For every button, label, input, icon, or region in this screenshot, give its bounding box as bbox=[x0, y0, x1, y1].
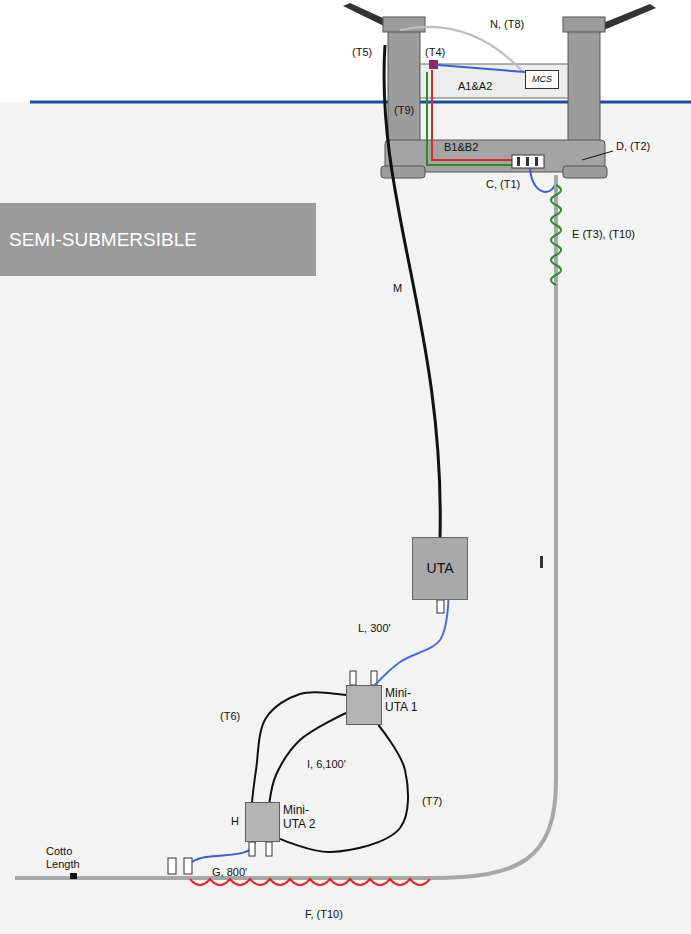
column-foot bbox=[563, 166, 607, 178]
part-label: H bbox=[231, 815, 239, 828]
umbilical-m bbox=[384, 45, 440, 537]
part-label: E (T3), (T10) bbox=[572, 228, 635, 241]
cable-label: I, 6,100' bbox=[305, 758, 348, 771]
part-label: Cotto Length bbox=[46, 845, 88, 870]
crane-boom bbox=[598, 4, 656, 30]
hydraulic-line bbox=[438, 65, 525, 72]
cable-label: (T7) bbox=[420, 795, 444, 808]
uta-box: UTA bbox=[412, 537, 468, 600]
cable-connector bbox=[375, 600, 449, 685]
part-label: N, (T8) bbox=[490, 18, 524, 31]
green-line bbox=[427, 72, 512, 165]
terminal-pin bbox=[535, 157, 538, 166]
flowline-termination bbox=[168, 858, 176, 874]
cable-label: (T6) bbox=[218, 710, 242, 723]
jumper-c bbox=[530, 168, 556, 192]
junction-t4 bbox=[429, 60, 438, 69]
leader-line bbox=[582, 151, 613, 160]
title-band: SEMI-SUBMERSIBLE bbox=[0, 203, 316, 276]
part-label: A1&A2 bbox=[458, 80, 492, 93]
connector-stub bbox=[350, 671, 356, 685]
flying-lead-g bbox=[192, 842, 255, 862]
heat-trace-f bbox=[190, 879, 430, 885]
part-label: B1&B2 bbox=[444, 141, 478, 154]
platform-deck bbox=[420, 64, 568, 98]
part-label: (T9) bbox=[394, 104, 414, 117]
spiral-wrap-e bbox=[551, 185, 561, 285]
red-line bbox=[432, 70, 512, 160]
unit-heading: Mini-UTA 2 bbox=[283, 804, 331, 832]
sea-background bbox=[0, 102, 691, 934]
terminal-pin bbox=[526, 157, 529, 166]
part-label: G, 800' bbox=[212, 866, 247, 879]
column-cap bbox=[563, 17, 605, 32]
seabed-marker bbox=[70, 873, 77, 879]
part-label: M bbox=[393, 282, 402, 295]
connector-stub bbox=[249, 842, 255, 856]
node-text: MCS bbox=[532, 74, 552, 84]
cable-label: L, 300' bbox=[356, 622, 393, 635]
connector-stub bbox=[437, 600, 444, 613]
part-label: (T4) bbox=[425, 46, 445, 59]
terminal-pin bbox=[517, 157, 520, 166]
riser-clamp bbox=[540, 556, 543, 568]
control-box: MCS bbox=[525, 70, 559, 89]
flowline-termination bbox=[184, 858, 192, 874]
mini-uta-box: Mini-UTA 1 bbox=[346, 685, 382, 725]
riser-and-flowline bbox=[15, 175, 556, 878]
unit-heading: Mini-UTA 1 bbox=[385, 687, 433, 715]
part-label: C, (T1) bbox=[486, 178, 520, 191]
connector-stub bbox=[266, 842, 272, 856]
part-label: (T5) bbox=[352, 46, 372, 59]
cable-connector bbox=[252, 692, 346, 802]
node-text: UTA bbox=[427, 560, 454, 576]
part-label: F, (T10) bbox=[305, 908, 343, 921]
part-label: D, (T2) bbox=[616, 140, 650, 153]
umbilical-n bbox=[400, 27, 523, 72]
terminal-box bbox=[512, 155, 544, 168]
column-foot bbox=[381, 166, 425, 178]
mini-uta-box: Mini-UTA 2 bbox=[245, 802, 280, 842]
cable-connector bbox=[280, 725, 408, 852]
node-text: SEMI-SUBMERSIBLE bbox=[0, 229, 197, 251]
